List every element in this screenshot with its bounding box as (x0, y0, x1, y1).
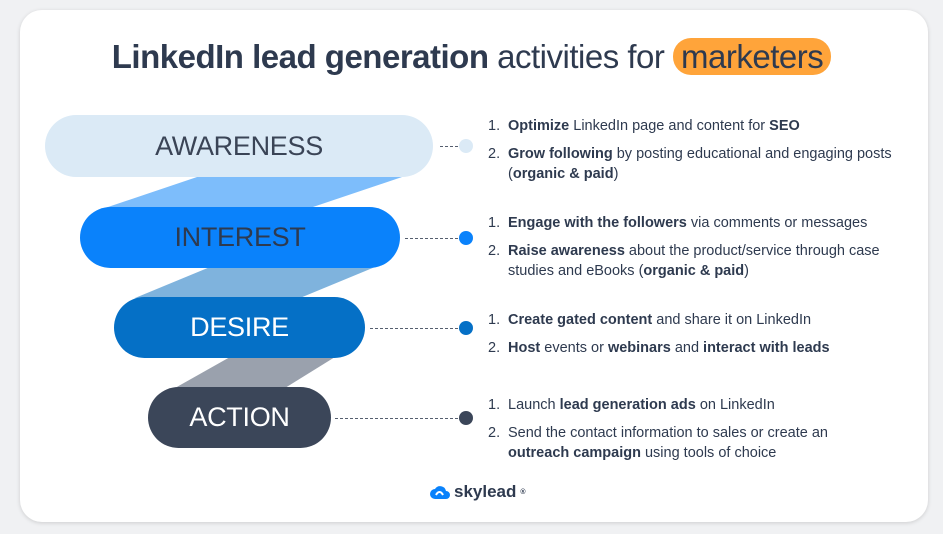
item-number: 2. (488, 425, 501, 441)
item-text: Host events or webinars and interact wit… (508, 340, 830, 356)
connector-awareness-interest (105, 176, 405, 208)
item-text: Engage with the followers via comments o… (508, 215, 868, 231)
item-text: Send the contact information to sales or… (508, 425, 828, 461)
item-text: Raise awareness about the product/servic… (508, 243, 880, 279)
activities-desire: 1. Create gated content and share it on L… (488, 310, 908, 366)
item-text: Create gated content and share it on Lin… (508, 312, 812, 328)
list-item: 1. Create gated content and share it on L… (488, 310, 908, 330)
title-highlight: marketers (673, 38, 832, 75)
item-number: 2. (488, 243, 501, 259)
item-number: 2. (488, 340, 501, 356)
item-number: 2. (488, 146, 501, 162)
page-title: LinkedIn lead generation activities for … (0, 38, 943, 76)
item-text: Grow following by posting educational an… (508, 146, 892, 182)
stage-interest: INTEREST (80, 207, 400, 268)
connector-line-action (335, 417, 458, 419)
connector-line-desire (370, 327, 458, 329)
skylead-logo: skylead® (430, 482, 526, 502)
connector-line-awareness (440, 146, 458, 147)
activities-interest: 1. Engage with the followers via comments… (488, 213, 908, 289)
list-item: 2. Host events or webinars and interact w… (488, 338, 908, 358)
item-number: 1. (488, 215, 501, 231)
list-item: 2. Grow following by posting educational … (488, 144, 908, 184)
dot-action (459, 410, 473, 425)
item-number: 1. (488, 397, 501, 413)
dot-awareness (459, 139, 473, 153)
stage-awareness: AWARENESS (45, 115, 433, 177)
list-item: 1. Optimize LinkedIn page and content for… (488, 116, 908, 136)
list-item: 2. Raise awareness about the product/serv… (488, 241, 908, 281)
list-item: 1. Engage with the followers via comments… (488, 213, 908, 233)
activities-action: 1. Launch lead generation ads on LinkedIn… (488, 395, 848, 471)
list-item: 2. Send the contact information to sales … (488, 423, 848, 463)
list-item: 1. Launch lead generation ads on LinkedIn (488, 395, 848, 415)
item-number: 1. (488, 118, 501, 134)
stage-action: ACTION (148, 387, 331, 448)
dot-interest (459, 230, 473, 245)
connector-desire-action (175, 357, 335, 388)
activities-awareness: 1. Optimize LinkedIn page and content for… (488, 116, 908, 192)
item-number: 1. (488, 312, 501, 328)
connector-line-interest (405, 237, 458, 239)
stage-desire: DESIRE (114, 297, 365, 358)
item-text: Optimize LinkedIn page and content for S… (508, 118, 800, 134)
item-text: Launch lead generation ads on LinkedIn (508, 397, 775, 413)
cloud-logo-icon (430, 486, 450, 499)
connector-interest-desire (135, 267, 375, 298)
dot-desire (459, 320, 473, 335)
